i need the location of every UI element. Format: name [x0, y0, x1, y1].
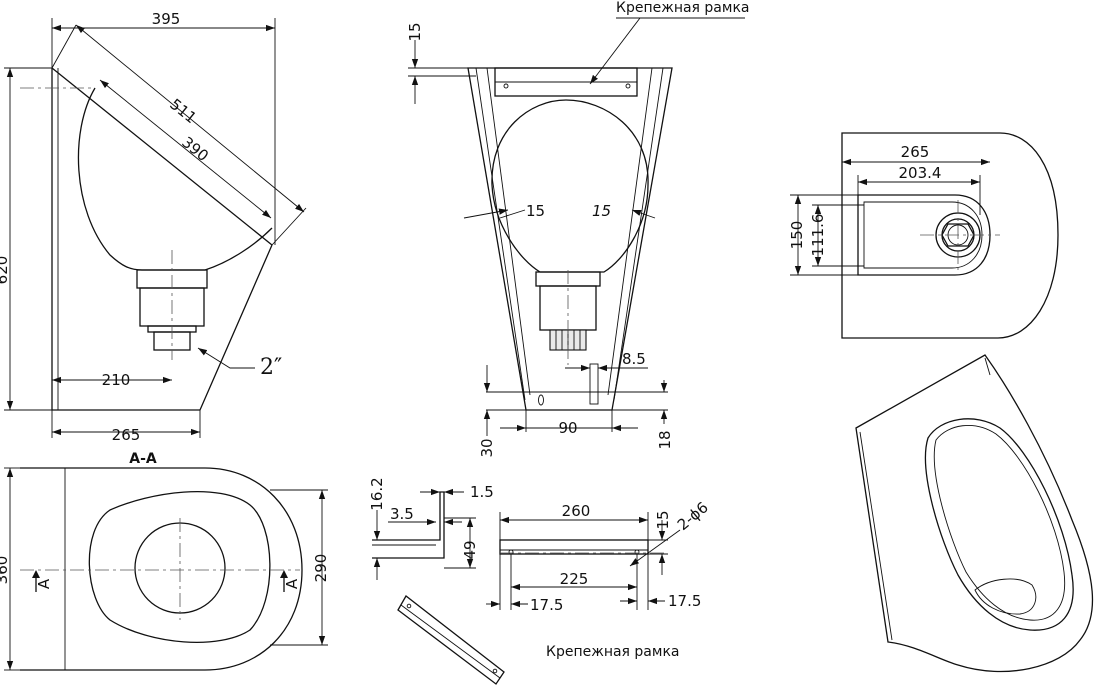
dim-front-foot: 18	[656, 430, 674, 449]
dim-front-side-offset: 8.5	[622, 350, 646, 368]
dim-frame-offset-right: 17.5	[668, 592, 701, 610]
bracket-profile: 16.2 1.5 3.5 49 Крепежная рамка	[368, 477, 680, 685]
dim-plan-width-inner: 203.4	[899, 164, 942, 182]
dim-side-bottom-outer: 265	[112, 426, 141, 444]
section-mark-right: А	[283, 578, 301, 589]
dim-side-width-top: 395	[152, 10, 181, 28]
pipe-size-label: 2″	[260, 355, 282, 380]
mounting-frame-view: 260 15 2-ϕ6 225 17.5 17.5	[486, 498, 712, 614]
dim-bracket-flange: 3.5	[390, 505, 414, 523]
dim-section-height-right: 290	[312, 554, 330, 583]
dim-side-height: 620	[0, 256, 11, 285]
dim-plan-width-outer: 265	[901, 143, 930, 161]
dim-front-top: 15	[406, 22, 424, 41]
section-title: А-А	[129, 451, 157, 467]
dim-front-angle-left: 15	[526, 202, 545, 220]
dim-side-bottom-inner: 210	[102, 371, 131, 389]
mounting-frame-label-bottom: Крепежная рамка	[546, 644, 680, 660]
dim-front-base-width: 90	[558, 419, 577, 437]
isometric-view	[855, 354, 1094, 673]
dim-bracket-depth: 49	[461, 540, 479, 559]
plan-view: 265 203.4 150 111.6	[788, 132, 1059, 339]
mounting-frame-label-top: Крепежная рамка	[616, 0, 750, 16]
dim-frame-length: 260	[562, 502, 591, 520]
dim-bracket-height: 16.2	[368, 477, 386, 510]
dim-side-diag-inner: 390	[178, 133, 212, 165]
dim-frame-holes: 2-ϕ6	[674, 498, 712, 534]
dim-plan-height-inner: 111.6	[809, 214, 827, 257]
dim-section-height-left: 360	[0, 556, 11, 585]
front-view: Крепежная рамка 15 15 15 30	[406, 0, 750, 458]
dim-bracket-thickness: 1.5	[470, 483, 494, 501]
dim-plan-height-outer: 150	[788, 221, 806, 250]
section-mark-left: А	[35, 578, 53, 589]
dim-frame-hole-spacing: 225	[560, 570, 589, 588]
section-view: А-А 360 290 А А	[0, 451, 330, 671]
dim-front-angle-right: 15	[592, 202, 611, 220]
dim-front-base-height: 30	[478, 438, 496, 457]
dim-frame-offset-left: 17.5	[530, 596, 563, 614]
dim-frame-height: 15	[654, 510, 672, 529]
side-view: 395 511 390 620 210 265 2″	[0, 10, 307, 444]
